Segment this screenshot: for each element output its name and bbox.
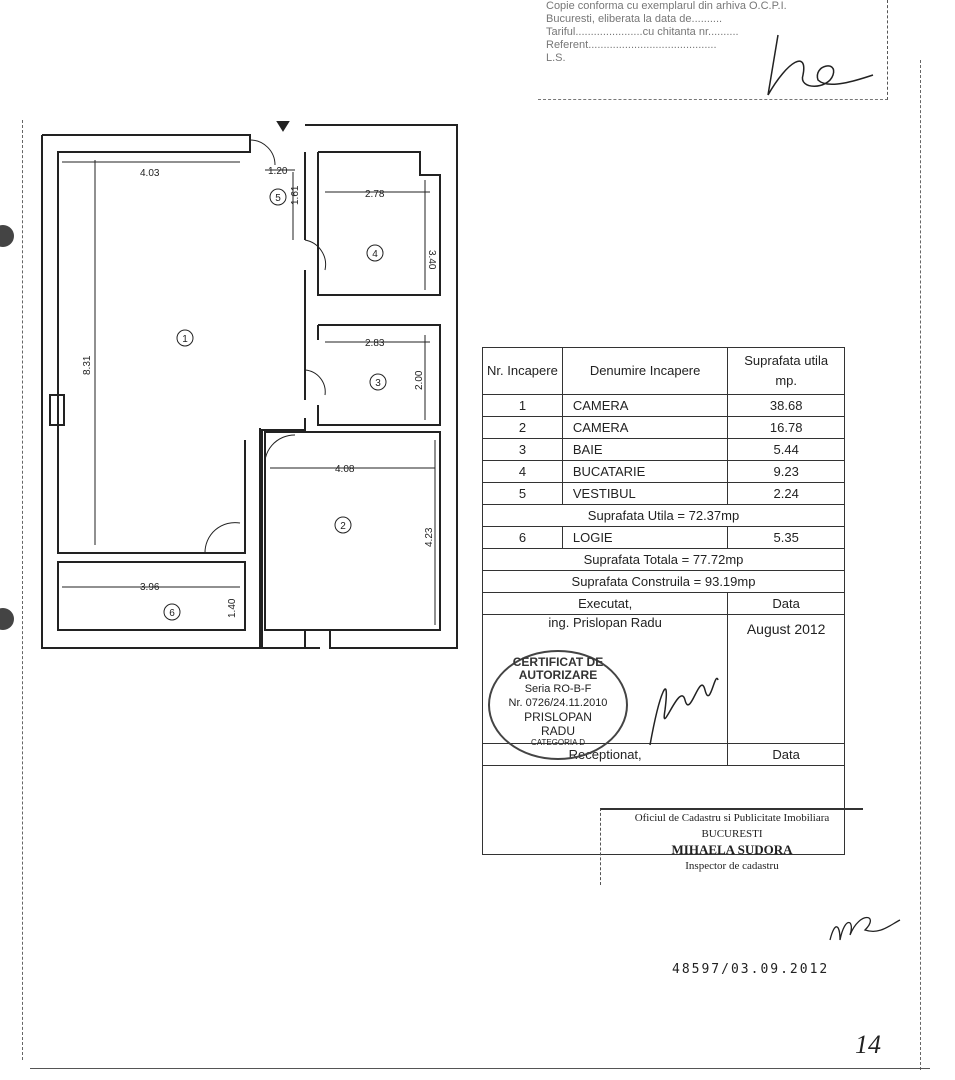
usable-area-total: Suprafata Utila = 72.37mp	[482, 504, 845, 527]
copy-certification-stamp: Copie conforma cu exemplarul din arhiva …	[538, 0, 888, 100]
stamp-line: Copie conforma cu exemplarul din arhiva …	[546, 0, 787, 12]
page-edge	[30, 1068, 930, 1069]
execution-date: August 2012	[727, 614, 845, 744]
cell-nr: 6	[482, 526, 563, 549]
cell-name: CAMERA	[561, 416, 729, 439]
cell-nr: 1	[482, 394, 563, 417]
stamp-line: Inspector de cadastru	[685, 860, 779, 872]
header-name: Denumire Incapere	[561, 347, 729, 395]
signature	[767, 34, 874, 96]
cell-area: 16.78	[727, 416, 845, 439]
stamp-category: CATEGORIA D	[530, 738, 586, 747]
dim-label: 1.61	[290, 185, 301, 205]
floor-plan: 4.03 1.20 1.61 2.78 3.40 8.31 2.83 2.00 …	[41, 121, 458, 649]
authorization-stamp: CERTIFICAT DE AUTORIZARE Seria RO-B-F Nr…	[488, 650, 628, 760]
stamp-line: Tariful......................cu chitanta…	[546, 26, 739, 38]
stamp-name: PRISLOPAN	[524, 710, 592, 724]
dim-label: 8.31	[82, 355, 93, 375]
stamp-line: L.S.	[546, 52, 566, 64]
cell-name: BAIE	[561, 438, 729, 461]
stamp-name: RADU	[540, 724, 575, 738]
cell-name: CAMERA	[561, 394, 729, 417]
dim-label: 2.78	[365, 189, 385, 200]
registration-number: 48597/03.09.2012	[672, 962, 830, 977]
header-nr: Nr. Incapere	[482, 347, 563, 395]
dim-label: 1.40	[227, 598, 238, 618]
punch-hole	[0, 225, 14, 247]
punch-hole	[0, 608, 14, 630]
executed-by-label: Executat,	[481, 592, 729, 615]
stamp-line: Bucuresti, eliberata la data de.........…	[546, 13, 723, 25]
room-number: 6	[169, 608, 175, 619]
room-number: 1	[182, 334, 188, 345]
cell-name: VESTIBUL	[561, 482, 729, 505]
room-number: 3	[375, 378, 381, 389]
dim-label: 1.20	[268, 166, 288, 177]
cell-nr: 3	[482, 438, 563, 461]
dim-label: 4.03	[140, 168, 160, 179]
cell-name: BUCATARIE	[561, 460, 729, 483]
date-label: Data	[727, 743, 845, 766]
cell-area: 5.44	[727, 438, 845, 461]
cell-area: 38.68	[727, 394, 845, 417]
cell-area: 2.24	[727, 482, 845, 505]
built-area: Suprafata Construila = 93.19mp	[482, 570, 845, 593]
entrance-marker	[276, 121, 290, 132]
reception-cell	[482, 765, 845, 855]
dim-label: 3.40	[426, 250, 437, 270]
signature	[649, 677, 719, 746]
room-number: 5	[275, 193, 281, 204]
cell-area: 9.23	[727, 460, 845, 483]
stamp-number: Nr. 0726/24.11.2010	[508, 697, 608, 709]
cell-nr: 5	[482, 482, 563, 505]
cell-nr: 4	[482, 460, 563, 483]
stamp-series: Seria RO-B-F	[524, 683, 592, 695]
stamp-line: BUCURESTI	[701, 828, 763, 840]
page-edge	[920, 60, 921, 1070]
room-area-table: Nr. Incapere Denumire Incapere Suprafata…	[481, 347, 845, 855]
room-number: 2	[340, 521, 346, 532]
cell-area: 5.35	[727, 526, 845, 549]
room-number: 4	[372, 249, 378, 260]
cadastre-office-stamp: Oficiul de Cadastru si Publicitate Imobi…	[600, 808, 863, 885]
header-area: Suprafata utila mp.	[727, 347, 845, 395]
stamp-line: MIHAELA SUDORA	[671, 842, 793, 857]
executant-name: ing. Prislopan Radu	[548, 615, 662, 630]
stamp-title: CERTIFICAT DE AUTORIZARE	[512, 655, 604, 682]
page-edge	[22, 120, 23, 1060]
total-area: Suprafata Totala = 77.72mp	[482, 548, 845, 571]
page-number: 14	[855, 1030, 881, 1059]
cell-nr: 2	[482, 416, 563, 439]
stamp-line: Oficiul de Cadastru si Publicitate Imobi…	[634, 812, 830, 824]
dim-label: 2.83	[365, 338, 385, 349]
dim-label: 3.96	[140, 582, 160, 593]
dim-label: 2.00	[414, 370, 425, 390]
dim-label: 4.23	[424, 527, 435, 547]
stamp-line: Referent................................…	[546, 39, 717, 51]
cell-name: LOGIE	[561, 526, 729, 549]
initials	[829, 917, 901, 941]
date-label: Data	[727, 592, 845, 615]
table-header-row: Nr. Incapere Denumire Incapere Suprafata…	[482, 347, 845, 395]
dim-label: 4.08	[335, 464, 355, 475]
